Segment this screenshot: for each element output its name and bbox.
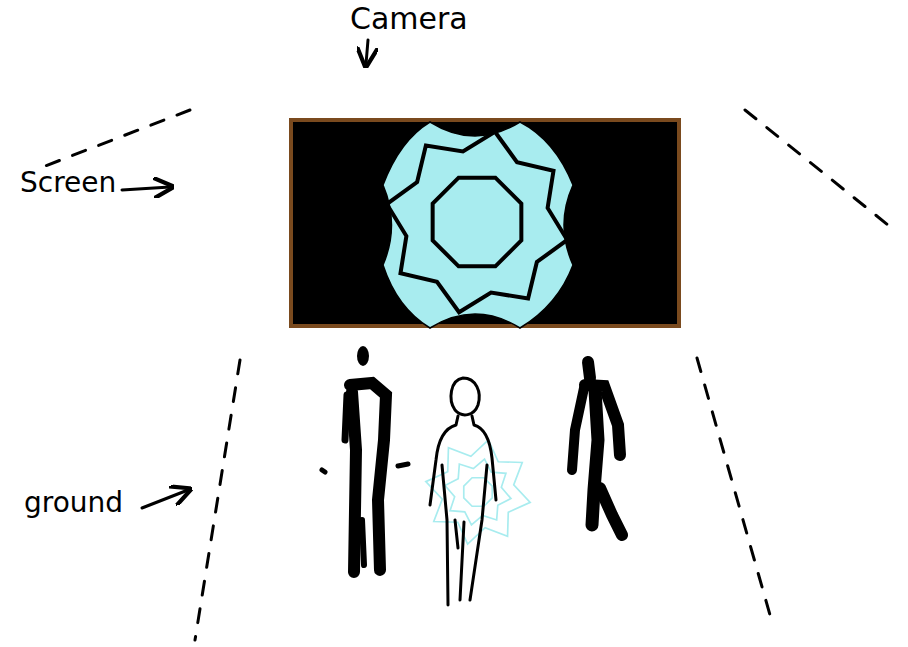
screen-emblem (383, 122, 573, 328)
person-figure (572, 362, 622, 535)
pointer-arrow (142, 490, 188, 508)
pointer-arrow (122, 187, 170, 190)
pointer-arrow (366, 40, 368, 64)
person-figure (322, 346, 408, 572)
sketch-label: Screen (20, 168, 116, 199)
dashed-line (745, 110, 888, 225)
sketch-label: Camera (350, 2, 468, 35)
emblem-star (387, 132, 567, 312)
sketch-label: ground (24, 488, 123, 519)
emblem-outer (383, 122, 573, 328)
emblem-octagon (433, 178, 522, 267)
floor-emblem (426, 440, 530, 544)
label-arrows (122, 40, 368, 508)
dashed-line (195, 360, 240, 640)
person-figure (426, 378, 530, 605)
dashed-line (40, 110, 190, 168)
dashed-line (697, 358, 772, 622)
perspective-lines (40, 110, 888, 640)
